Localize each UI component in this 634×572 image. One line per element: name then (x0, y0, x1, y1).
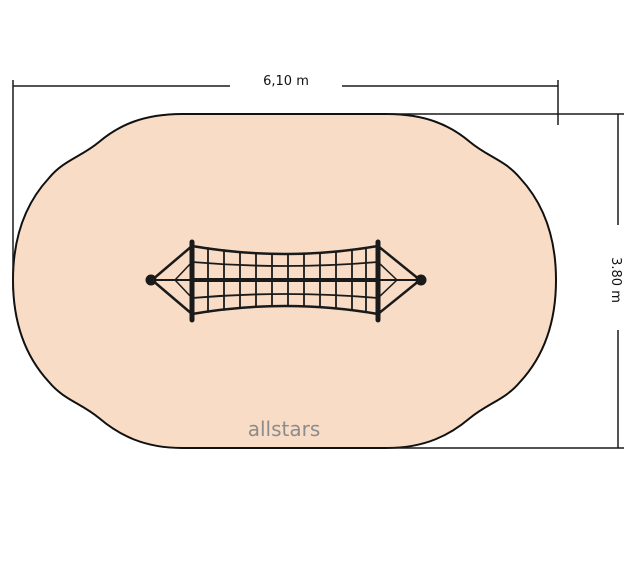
width-dimension-label: 6,10 m (263, 74, 309, 89)
height-dimension (387, 113, 624, 449)
brand-watermark: allstars (248, 417, 321, 441)
right-anchor-point (415, 274, 427, 286)
right-anchor (376, 244, 427, 316)
left-anchor-point (145, 274, 157, 286)
net-vertical-ropes (207, 247, 367, 313)
height-dimension-label: 3.80 m (608, 257, 623, 303)
climbing-net-equipment (145, 239, 427, 323)
left-anchor (145, 244, 194, 316)
net-bottom-rope (190, 304, 380, 316)
width-dimension (12, 80, 559, 290)
net-top-rope (190, 244, 380, 256)
